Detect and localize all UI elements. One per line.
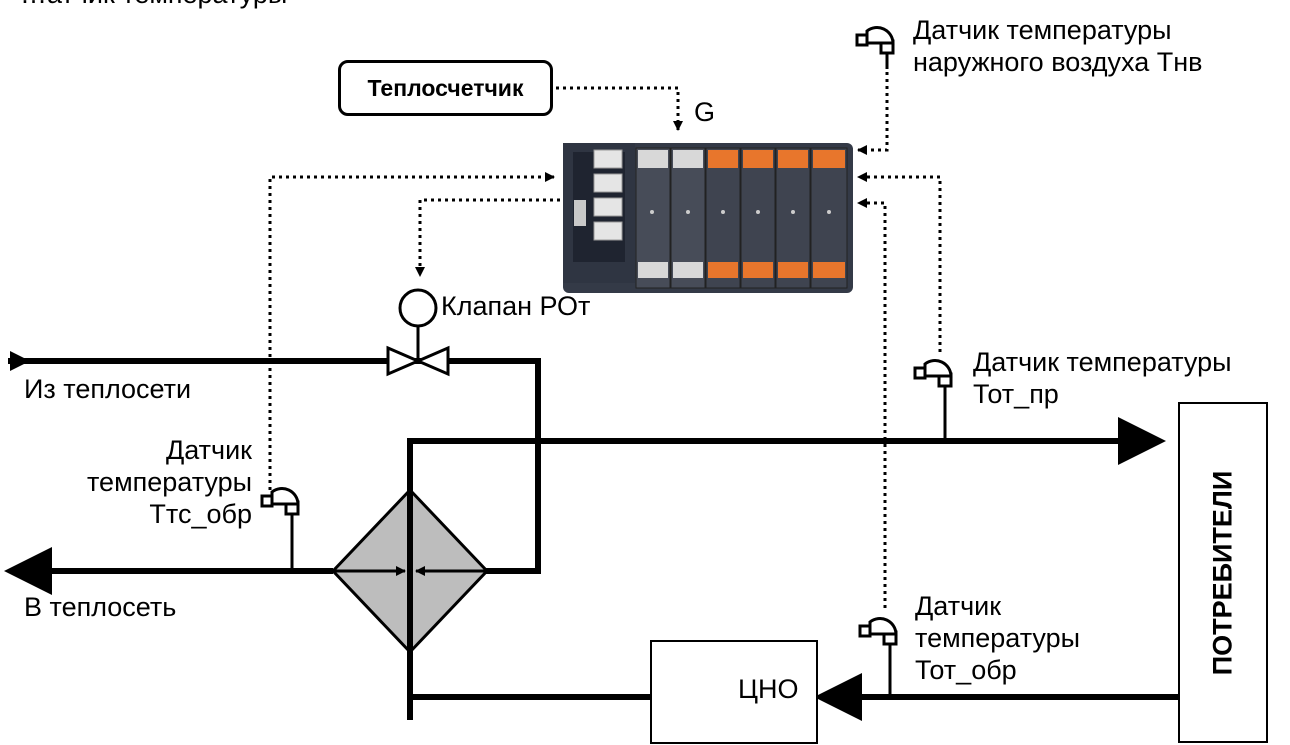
outdoor-sensor-line2: наружного воздуха Тнв [913, 46, 1202, 78]
sensor-return-icon [860, 618, 896, 697]
supply-sensor-label: Датчик температуры Тот_пр [973, 346, 1232, 410]
supply-sensor-line1: Датчик температуры [973, 346, 1232, 378]
heat-meter-label: Теплосчетчик [368, 75, 524, 102]
top-cut-label: …атчик температуры [20, 0, 287, 10]
from-network-label: Из теплосети [24, 373, 191, 405]
heat-exchanger [333, 441, 487, 720]
flow-signal-label: G [694, 96, 715, 128]
consumers-label: ПОТРЕБИТЕЛИ [1208, 470, 1239, 675]
outdoor-sensor-line1: Датчик температуры [913, 14, 1202, 46]
to-network-label: В теплосеть [24, 591, 176, 623]
consumers-box: ПОТРЕБИТЕЛИ [1178, 402, 1268, 743]
network-return-sensor-line3: Ттс_обр [87, 498, 252, 530]
network-return-sensor-line2: температуры [87, 466, 252, 498]
outdoor-sensor-label: Датчик температуры наружного воздуха Тнв [913, 14, 1202, 78]
inlet-arrow [10, 351, 30, 371]
sensor-network-return-icon [262, 488, 298, 571]
network-return-sensor-line1: Датчик [87, 434, 252, 466]
return-sensor-line3: Тот_обр [915, 654, 1080, 686]
controller-plc [563, 143, 853, 293]
control-valve [388, 290, 448, 374]
sensor-outdoor-icon [857, 27, 893, 69]
sensor-supply-icon [915, 360, 951, 440]
return-sensor-line1: Датчик [915, 590, 1080, 622]
return-sensor-label: Датчик температуры Тот_обр [915, 590, 1080, 686]
network-return-sensor-label: Датчик температуры Ттс_обр [87, 434, 252, 530]
valve-label: Клапан РОт [441, 290, 590, 322]
pump-label: ЦНО [738, 673, 798, 705]
return-sensor-line2: температуры [915, 622, 1080, 654]
heat-meter-box: Теплосчетчик [338, 60, 553, 116]
